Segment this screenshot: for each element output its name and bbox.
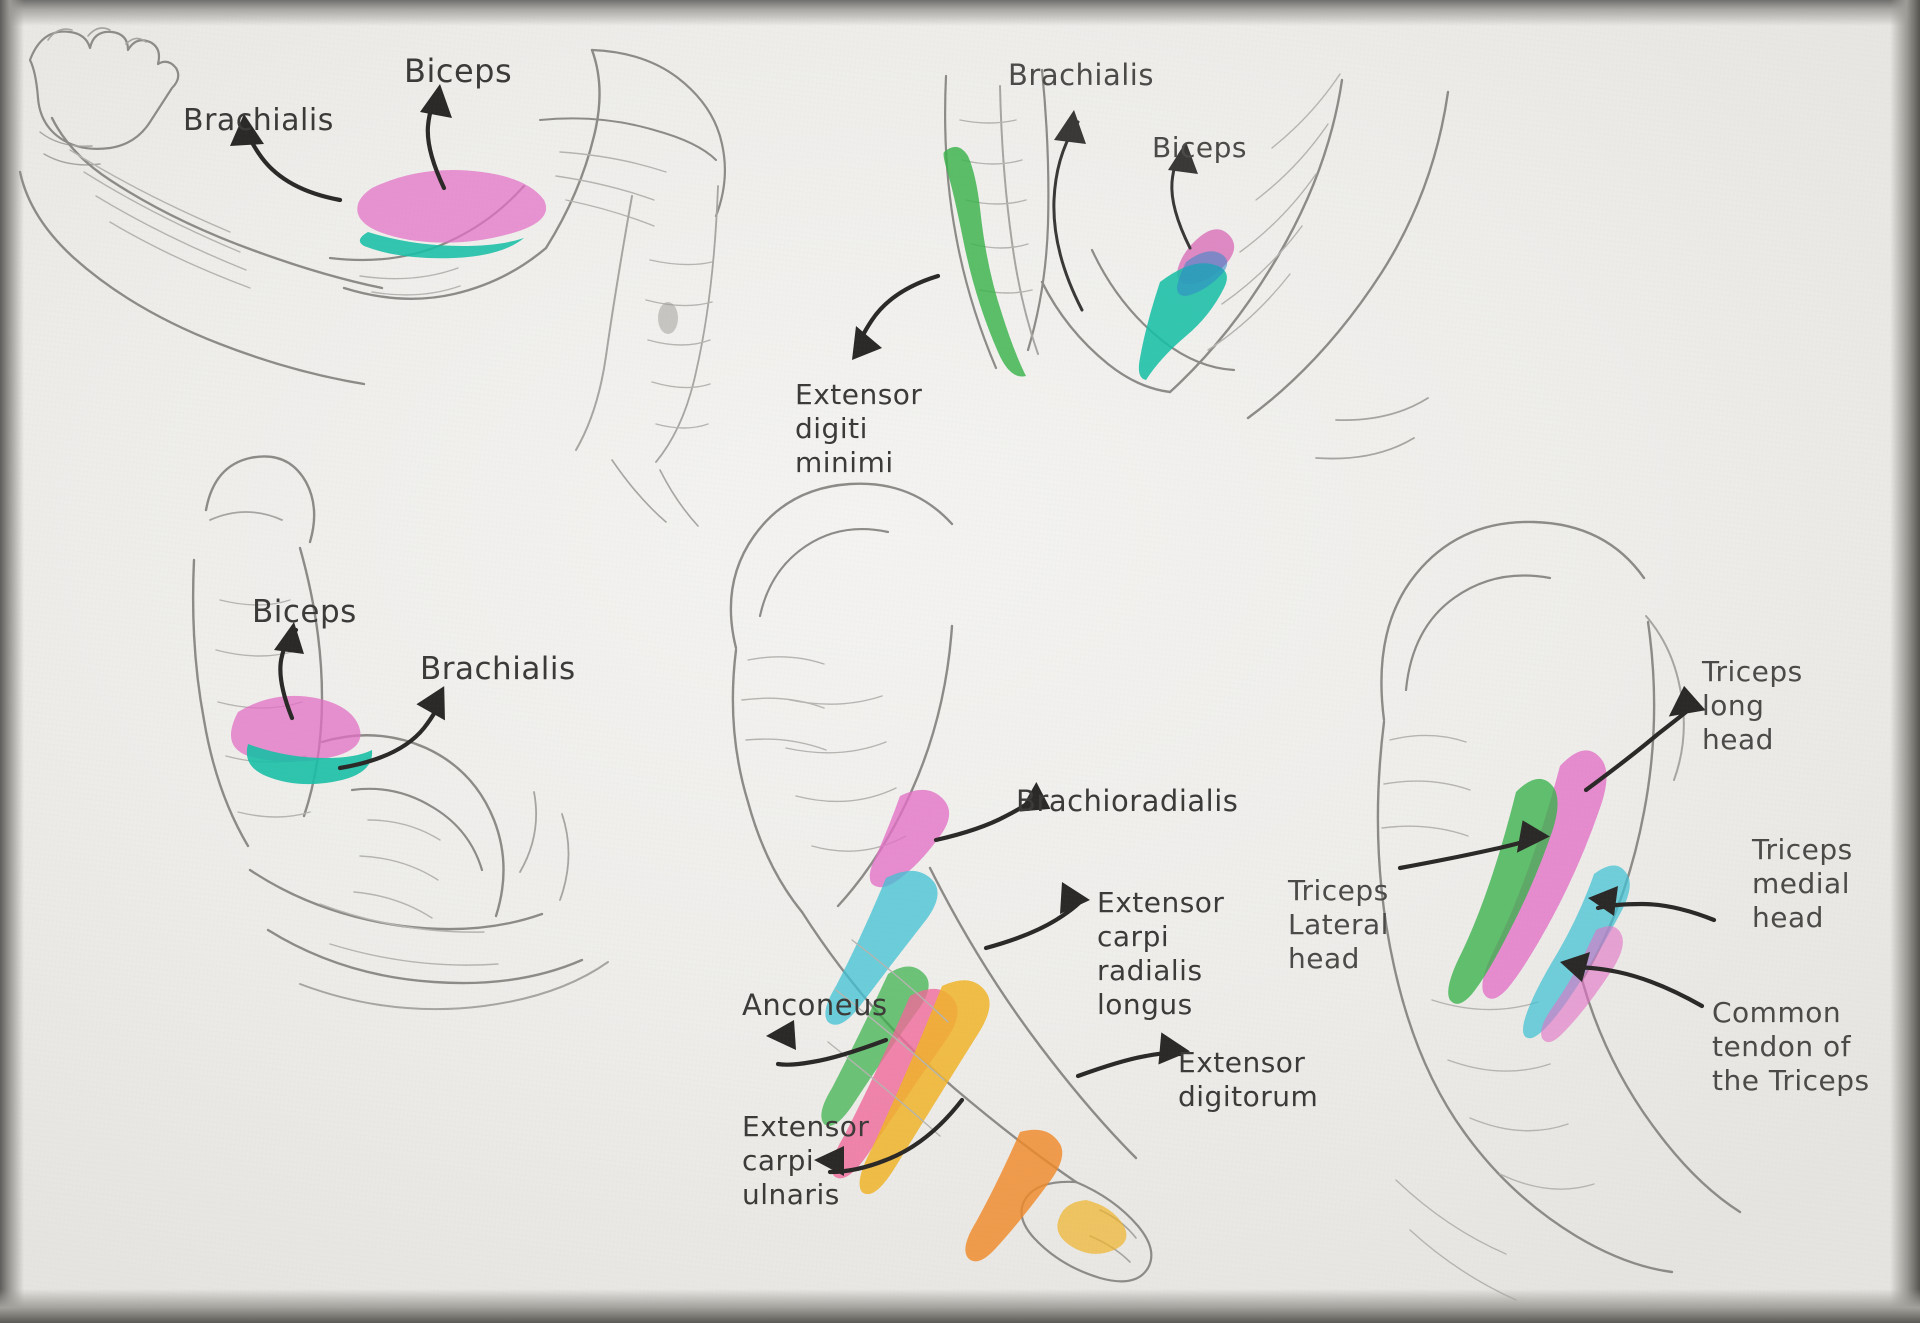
muscle-brachioradialis-fill	[869, 789, 950, 888]
arrow-bl-biceps	[274, 622, 304, 721]
paper-edge-bottom	[0, 1289, 1920, 1323]
arrow-tm-brachialis	[1052, 110, 1086, 312]
paper-edge-left	[0, 0, 24, 1323]
label-brachialis-top-left: Brachialis	[183, 103, 334, 138]
arrow-c-brachioradialis	[933, 782, 1051, 843]
arrow-r-tendon	[1560, 952, 1705, 1009]
label-extensor-digitorum: Extensor digitorum	[1178, 1046, 1319, 1114]
figure-center	[729, 482, 1153, 1283]
arrow-r-lateral	[1397, 820, 1550, 871]
muscle-brachialis-fill-3	[246, 744, 373, 785]
arrow-c-anconeus	[766, 1020, 889, 1067]
muscle-brachialis-fill	[359, 232, 524, 259]
arrow-r-long	[1583, 685, 1706, 793]
muscle-biceps-fill	[357, 170, 547, 243]
arrow-tl-brachialis	[230, 114, 343, 203]
label-common-tendon-triceps: Common tendon of the Triceps	[1712, 996, 1870, 1098]
label-triceps-long-head: Triceps long head	[1702, 655, 1803, 757]
figure-bottom-left	[191, 455, 609, 1011]
label-extensor-carpi-radialis-longus: Extensor carpi radialis longus	[1097, 886, 1225, 1022]
muscle-biceps-fill-3	[230, 695, 361, 762]
label-triceps-lateral-head: Triceps Lateral head	[1288, 874, 1389, 976]
arrow-c-ecrl	[983, 882, 1090, 951]
arrow-bl-brachialis	[337, 686, 445, 771]
label-biceps-top-left: Biceps	[404, 52, 513, 90]
arrow-tl-biceps	[420, 84, 452, 191]
muscle-triceps-long-head-fill	[1482, 750, 1607, 999]
arrow-r-medial	[1588, 886, 1717, 923]
muscle-extensor-digiti-minimi-fill	[943, 146, 1026, 377]
label-biceps-top-middle: Biceps	[1152, 131, 1247, 164]
muscle-brachialis-fill-2	[1138, 263, 1227, 380]
paper-edge-right	[1890, 0, 1920, 1323]
label-anconeus: Anconeus	[742, 988, 888, 1022]
label-brachialis-top-middle: Brachialis	[1008, 58, 1154, 92]
muscle-extensor-digitorum-fill	[859, 980, 990, 1195]
arrow-c-ed	[1075, 1032, 1190, 1079]
arrow-tm-biceps	[1168, 142, 1198, 250]
paper-edge-top	[0, 0, 1920, 26]
figure-top-middle	[943, 68, 1450, 460]
label-brachialis-bottom-left: Brachialis	[420, 651, 576, 687]
label-brachioradialis: Brachioradialis	[1016, 784, 1239, 818]
label-triceps-medial-head: Triceps medial head	[1752, 833, 1853, 935]
arrow-c-ecu	[814, 1097, 965, 1176]
label-extensor-carpi-ulnaris: Extensor carpi ulnaris	[742, 1110, 870, 1212]
figure-top-left	[18, 27, 726, 527]
label-biceps-bottom-left: Biceps	[252, 594, 357, 630]
arrow-tm-edm	[852, 273, 941, 360]
label-extensor-digiti-minimi: Extensor digiti minimi	[795, 378, 923, 480]
muscle-ecrl-fill	[825, 870, 938, 1025]
